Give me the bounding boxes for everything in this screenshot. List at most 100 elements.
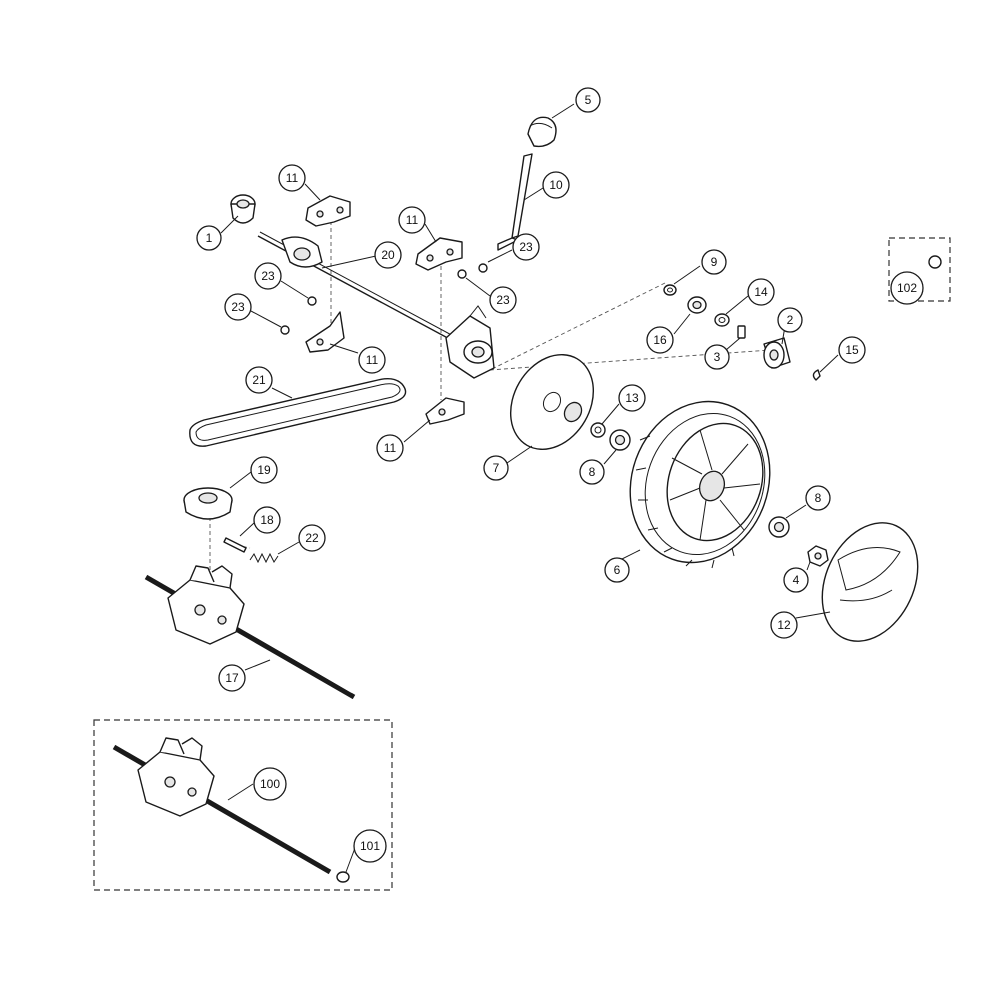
svg-text:23: 23 (231, 300, 245, 314)
callout-14: 14 (747, 278, 775, 306)
svg-text:6: 6 (614, 563, 621, 577)
knob-part (527, 116, 557, 148)
callout-6: 6 (604, 557, 630, 583)
svg-text:23: 23 (496, 293, 510, 307)
svg-text:13: 13 (625, 391, 639, 405)
callout-18: 18 (253, 506, 281, 534)
callout-1: 1 (196, 225, 222, 251)
spring-part-22 (249, 552, 279, 564)
callout-13: 13 (618, 384, 646, 412)
svg-text:11: 11 (366, 353, 379, 367)
key-part-3 (737, 325, 746, 339)
ring-part-101 (336, 871, 350, 883)
svg-text:15: 15 (845, 343, 859, 357)
screw-part-b (280, 325, 290, 335)
screw-part-a (307, 296, 317, 306)
svg-text:14: 14 (754, 285, 768, 299)
callout-22: 22 (298, 524, 326, 552)
callout-15: 15 (838, 336, 866, 364)
svg-text:11: 11 (384, 441, 397, 455)
svg-text:11: 11 (286, 171, 299, 185)
callout-20: 20 (374, 241, 402, 269)
callout-11-lower-left: 11 (358, 346, 386, 374)
callout-23-a: 23 (254, 262, 282, 290)
optional-ring-frame (888, 237, 951, 302)
bracket-part-upper-mid (415, 237, 463, 271)
callout-17: 17 (218, 664, 246, 692)
svg-text:8: 8 (815, 491, 822, 505)
callout-101: 101 (353, 829, 387, 863)
wheel-part (629, 400, 771, 569)
bearing-part-8-left (609, 429, 631, 451)
svg-text:21: 21 (252, 373, 266, 387)
pulley-disc-part (509, 354, 595, 450)
svg-text:102: 102 (897, 281, 917, 295)
callout-19: 19 (250, 456, 278, 484)
drive-shaft-part (257, 231, 495, 379)
svg-text:23: 23 (519, 240, 533, 254)
svg-text:4: 4 (793, 573, 800, 587)
pinion-part-2 (763, 337, 791, 369)
callout-11-upper-mid: 11 (398, 206, 426, 234)
bearing-part-8-right (768, 516, 790, 538)
optional-transmission-part (112, 737, 332, 875)
svg-text:1: 1 (206, 231, 213, 245)
nut-part-4 (807, 545, 829, 567)
screw-part-d (457, 269, 467, 279)
gearbox-pulley-part (183, 487, 233, 520)
washer-part-14 (714, 313, 730, 327)
pinion-coupler-part (230, 194, 256, 224)
svg-text:23: 23 (261, 269, 275, 283)
svg-text:8: 8 (589, 465, 596, 479)
svg-text:2: 2 (787, 313, 794, 327)
callout-16: 16 (646, 326, 674, 354)
callout-4: 4 (783, 567, 809, 593)
svg-text:3: 3 (714, 350, 721, 364)
svg-text:101: 101 (360, 839, 380, 853)
callout-23-d: 23 (489, 286, 517, 314)
optional-transmission-frame (93, 719, 393, 891)
callout-100: 100 (253, 767, 287, 801)
callout-11-upper-left: 11 (278, 164, 306, 192)
callout-2: 2 (777, 307, 803, 333)
svg-text:5: 5 (585, 93, 592, 107)
svg-text:19: 19 (257, 463, 271, 477)
callout-8-left: 8 (579, 459, 605, 485)
svg-text:100: 100 (260, 777, 280, 791)
callout-3: 3 (704, 344, 730, 370)
svg-text:11: 11 (406, 213, 419, 227)
callout-21: 21 (245, 366, 273, 394)
callout-10: 10 (542, 171, 570, 199)
ring-part-102 (928, 255, 942, 269)
svg-text:9: 9 (711, 255, 718, 269)
svg-text:18: 18 (260, 513, 274, 527)
callout-5: 5 (575, 87, 601, 113)
bracket-part-upper-left (305, 195, 351, 227)
callout-9: 9 (701, 249, 727, 275)
callout-12: 12 (770, 611, 798, 639)
screw-part-c (478, 263, 488, 273)
svg-text:16: 16 (653, 333, 667, 347)
svg-text:20: 20 (381, 248, 395, 262)
svg-text:12: 12 (777, 618, 791, 632)
callout-102: 102 (890, 271, 924, 305)
washer-part-9 (663, 284, 677, 296)
clip-part-15 (812, 369, 821, 381)
bearing-part-16 (687, 296, 707, 314)
bracket-part-lower-mid (425, 397, 465, 425)
hubcap-part-12 (821, 522, 919, 642)
svg-text:7: 7 (493, 461, 500, 475)
transmission-part (144, 565, 356, 700)
leader-lines (220, 103, 839, 873)
svg-text:22: 22 (305, 531, 319, 545)
washer-part-13 (590, 422, 606, 438)
pin-part-18 (223, 537, 247, 553)
callout-8-right: 8 (805, 485, 831, 511)
svg-text:17: 17 (225, 671, 239, 685)
bracket-part-lower-left (305, 311, 345, 353)
svg-text:10: 10 (549, 178, 563, 192)
callout-23-b: 23 (224, 293, 252, 321)
callout-7: 7 (483, 455, 509, 481)
callout-11-lower-mid: 11 (376, 434, 404, 462)
